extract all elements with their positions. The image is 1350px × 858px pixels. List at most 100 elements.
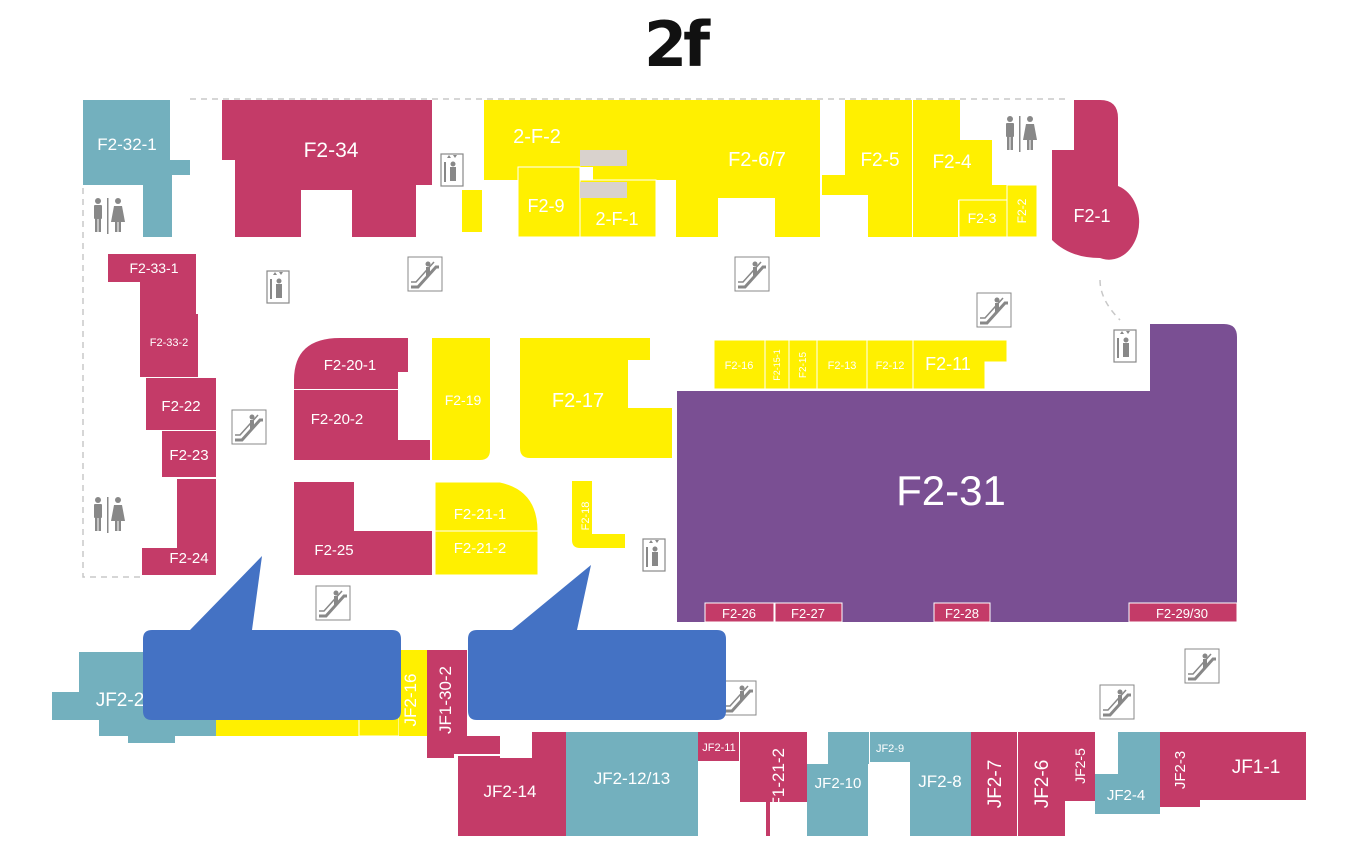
unit-label: F2-9 xyxy=(527,196,564,216)
escalator-icon xyxy=(314,584,352,622)
unit-f2-31[interactable]: F2-31 xyxy=(677,324,1237,622)
unit-f2-4[interactable]: F2-4 xyxy=(913,100,1037,237)
unit-label: F2-3 xyxy=(968,210,997,226)
unit-label: JF1-1 xyxy=(1232,757,1281,778)
unit-jf2-14[interactable]: JF2-14 xyxy=(458,732,566,836)
unit-label: 2-F-2 xyxy=(513,126,561,148)
unit-f2-9[interactable]: F2-9 xyxy=(517,166,581,238)
unit-label: 2-F-1 xyxy=(595,209,638,229)
unit-label: JF2-14 xyxy=(484,782,537,801)
unit-label: F2-17 xyxy=(552,390,604,412)
unit-f2-32-1[interactable]: F2-32-1 xyxy=(83,100,190,237)
unit-f2-13[interactable]: F2-13 xyxy=(816,339,868,390)
unit-label: F2-20-1 xyxy=(324,357,377,374)
unit-label: F2-11 xyxy=(925,354,971,374)
unit-f2-29-30[interactable]: F2-29/30 xyxy=(1128,602,1238,623)
grey-block xyxy=(580,150,627,166)
unit-jf2-6[interactable]: JF2-6 xyxy=(1018,732,1065,836)
escalator-icon xyxy=(406,255,444,293)
unit-label: JF2-16 xyxy=(401,674,420,727)
unit-label: F2-28 xyxy=(945,606,979,621)
floor-title: 2f xyxy=(643,8,710,81)
unit-f2-5[interactable]: F2-5 xyxy=(822,100,912,237)
unit-jf1-21-2[interactable]: JF1-21-2 xyxy=(740,732,807,836)
unit-label: F2-18 xyxy=(580,502,592,531)
unit-label: F2-34 xyxy=(304,139,359,162)
unit-f2-20-1[interactable]: F2-20-1 xyxy=(294,338,408,389)
unit-jf2-4[interactable]: JF2-4 xyxy=(1095,732,1160,814)
unit-jf1-1[interactable]: JF1-1 xyxy=(1200,732,1306,800)
unit-label: F2-15-1 xyxy=(772,349,782,381)
elevator-icon xyxy=(266,270,290,304)
unit-label: F2-21-1 xyxy=(454,506,507,523)
unit-label: F2-29/30 xyxy=(1156,606,1208,621)
unit-label: F2-27 xyxy=(791,606,825,621)
restroom-icon xyxy=(1006,116,1037,152)
unit-label: JF2-7 xyxy=(985,760,1006,809)
unit-f2-11[interactable]: F2-11 xyxy=(912,339,1008,390)
escalator-icon xyxy=(720,679,758,717)
unit-label: F2-13 xyxy=(828,360,857,372)
unit-label: JF1-30-2 xyxy=(436,666,455,734)
unit-jf2-12-13[interactable]: JF2-12/13 xyxy=(566,732,698,836)
unit-jf2-8[interactable]: JF2-8 xyxy=(910,732,971,836)
unit-label: JF2-6 xyxy=(1032,760,1053,809)
unit-jf2-7[interactable]: JF2-7 xyxy=(971,732,1017,836)
unit-f2-25[interactable]: F2-25 xyxy=(294,482,432,575)
unit-label: F2-33-1 xyxy=(129,260,178,276)
unit-label: F2-4 xyxy=(932,152,972,173)
unit-jf2-11[interactable]: JF2-11 xyxy=(698,732,739,761)
unit-label: JF2-4 xyxy=(1107,787,1145,804)
escalator-icon xyxy=(733,255,771,293)
unit-f2-23[interactable]: F2-23 xyxy=(162,431,216,477)
callout-box-left xyxy=(143,556,401,720)
unit-f2-6-7[interactable]: F2-6/7 xyxy=(676,100,820,237)
unit-jf1-30-2[interactable]: JF1-30-2 xyxy=(427,650,500,758)
unit-jf2-3[interactable]: JF2-3 xyxy=(1160,732,1200,807)
unit-2-f-2[interactable]: 2-F-2 xyxy=(484,100,700,180)
unit-label: JF2-9 xyxy=(876,743,904,755)
unit-f2-21-1[interactable]: F2-21-1 xyxy=(434,481,539,532)
unit-f2-26[interactable]: F2-26 xyxy=(704,602,775,623)
unit-f2-1[interactable]: F2-1 xyxy=(1052,100,1140,260)
unit-f2-15[interactable]: F2-15 xyxy=(788,339,818,390)
unit-label: F2-16 xyxy=(725,360,754,372)
unit-f2-15-1[interactable]: F2-15-1 xyxy=(764,339,790,390)
elevator-icon xyxy=(642,538,666,572)
callout-box-right xyxy=(468,565,726,720)
unit-jf2-16[interactable]: JF2-16 xyxy=(399,650,427,736)
unit-f2-17[interactable]: F2-17 xyxy=(520,338,672,458)
unit-f2-3[interactable]: F2-3 xyxy=(958,199,1008,238)
unit-f2-2[interactable]: F2-2 xyxy=(1006,184,1038,238)
unit-f2-22[interactable]: F2-22 xyxy=(146,378,216,430)
unit-jf2-5[interactable]: JF2-5 xyxy=(1065,732,1095,801)
unit-f2-33-2[interactable]: F2-33-2 xyxy=(140,314,198,377)
unit-f2-12[interactable]: F2-12 xyxy=(866,339,914,390)
unit-label: F2-22 xyxy=(161,398,200,415)
restroom-icon xyxy=(94,198,125,234)
unit-f2-19[interactable]: F2-19 xyxy=(432,338,490,460)
unit-f2-28[interactable]: F2-28 xyxy=(933,602,991,623)
unit-f2-27[interactable]: F2-27 xyxy=(774,602,843,623)
unit-jf2-9[interactable]: JF2-9 xyxy=(870,732,910,762)
unit-f2-21-2[interactable]: F2-21-2 xyxy=(434,530,539,576)
unit-label: F2-33-2 xyxy=(150,337,189,349)
unit-label: F2-6/7 xyxy=(728,149,786,171)
unit-label: JF2-5 xyxy=(1072,748,1088,784)
elevator-icon xyxy=(1113,329,1137,363)
unit-f2-20-2[interactable]: F2-20-2 xyxy=(294,390,430,460)
unit-jf2-10[interactable]: JF2-10 xyxy=(807,732,869,836)
unit-label: F2-5 xyxy=(860,150,899,171)
unit-f2-16[interactable]: F2-16 xyxy=(713,339,766,390)
unit-f2-24[interactable]: F2-24 xyxy=(142,479,216,575)
escalator-icon xyxy=(230,408,268,446)
unit-f2-33-1[interactable]: F2-33-1 xyxy=(108,254,196,315)
unit-small-yellow[interactable] xyxy=(462,190,482,232)
escalator-icon xyxy=(975,291,1013,329)
unit-label: JF2-10 xyxy=(815,775,862,792)
unit-label: F2-32-1 xyxy=(97,135,157,154)
unit-f2-18[interactable]: F2-18 xyxy=(572,481,625,548)
unit-f2-34[interactable]: F2-34 xyxy=(222,100,432,237)
unit-label: F2-23 xyxy=(169,447,208,464)
